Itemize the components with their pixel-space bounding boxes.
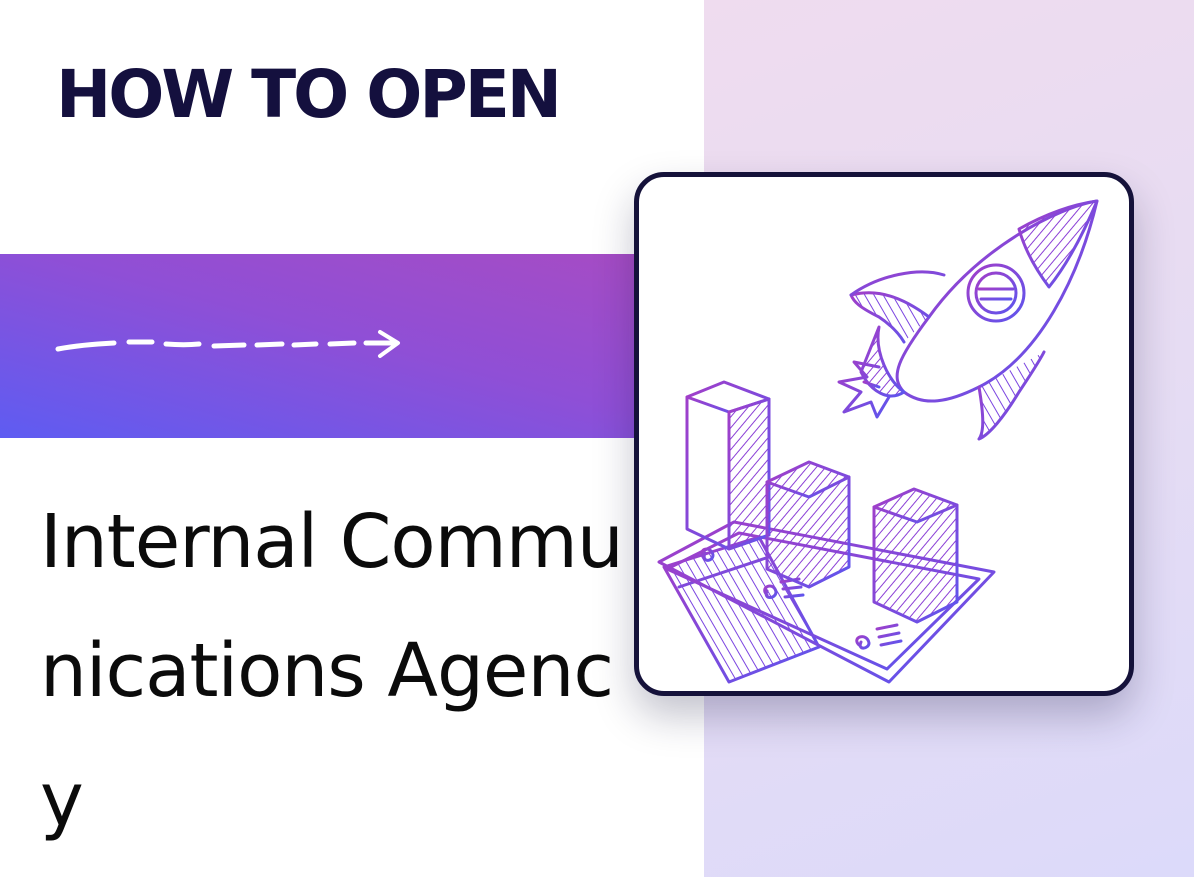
rocket-and-bar-chart-illustration <box>657 199 1099 684</box>
headline: Internal Communications Agency <box>40 499 624 843</box>
dashed-arrow-right-icon <box>55 330 400 358</box>
kicker-title: HOW TO OPEN <box>56 56 562 133</box>
illustration-card <box>634 172 1134 696</box>
gradient-band <box>0 254 640 438</box>
